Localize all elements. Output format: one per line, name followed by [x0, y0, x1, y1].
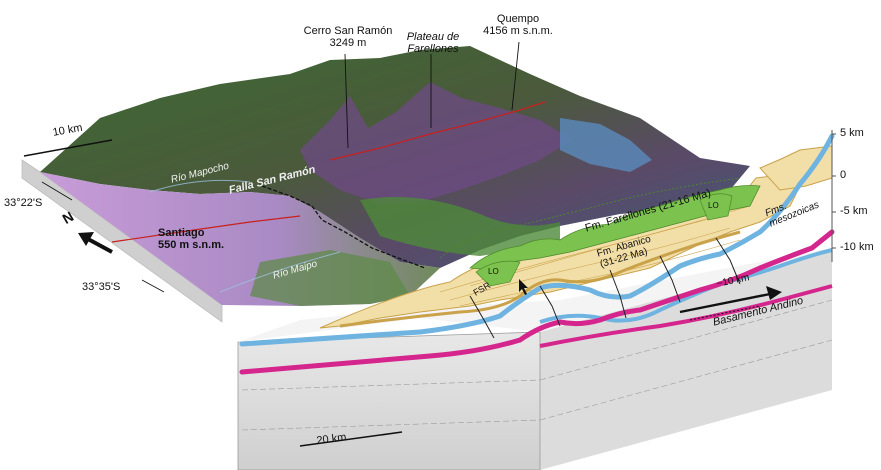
fms-mesozoicas-unit [759, 145, 833, 191]
high-peaks-blue [560, 118, 652, 172]
santiago-label: Santiago 550 m s.n.m. [158, 227, 225, 251]
valley [360, 197, 560, 256]
quempo-leader [511, 41, 520, 111]
blue-layer [239, 133, 835, 347]
quempo-label: Quempo 4156 m s.n.m. [474, 13, 562, 37]
section-top [238, 248, 832, 342]
scale-bar-10km [23, 139, 113, 157]
red-section-line [329, 101, 546, 161]
quempo-name: Quempo [496, 13, 540, 25]
farellones-lens-left [475, 260, 521, 287]
depth-tick-minus5km: -5 km [840, 205, 868, 217]
depth-tick-minus10km: -10 km [840, 241, 874, 253]
mouse-cursor-icon [519, 279, 528, 295]
cerro-leader [344, 53, 349, 149]
shortening-arrow [679, 292, 771, 314]
section-front-face [237, 331, 541, 470]
cerro-label: Cerro San Ramón 3249 m [296, 25, 400, 49]
blue-layer-lower [539, 248, 833, 324]
lat-south-leader [141, 279, 165, 293]
magenta-layer-lower [539, 284, 833, 348]
santiago-name: Santiago [158, 227, 205, 239]
falla-trace [261, 185, 426, 269]
depth-axis-ticks [832, 133, 836, 249]
plateau-line-2: Farellones [407, 42, 459, 55]
shortening-arrow-head [766, 286, 782, 300]
plateau-label: Plateau de Farellones [396, 31, 470, 55]
lo-label-right: LO [708, 201, 719, 210]
depth-tick-0: 0 [840, 169, 847, 181]
high-peaks [300, 82, 572, 204]
quempo-elevation: 4156 m s.n.m. [483, 24, 553, 37]
plain-south [250, 250, 410, 306]
depth-tick-5km: 5 km [840, 127, 864, 139]
rio-maipo-river [219, 251, 341, 293]
scale-bar-20km [299, 431, 403, 447]
eroded-outline [439, 177, 741, 259]
north-arrow-shaft [87, 237, 113, 254]
north-arrow-head [78, 232, 94, 246]
depth-gridlines [241, 299, 833, 431]
cerro-name: Cerro San Ramón [303, 25, 393, 37]
lat-north-label: 33°22'S [4, 197, 43, 209]
farellones-lens-right [699, 193, 733, 221]
santiago-elevation: 550 m s.n.m. [158, 238, 225, 251]
lat-north-leader [41, 181, 73, 201]
lo-label-left: LO [488, 267, 499, 276]
lat-south-label: 33°35'S [82, 281, 121, 293]
magenta-layer [239, 229, 835, 375]
red-boundary-line [111, 215, 301, 243]
fm-farellones-unit [469, 185, 761, 271]
ochre-layer [339, 230, 741, 328]
rio-mapocho-river [149, 179, 251, 193]
section-faults [469, 237, 741, 339]
plateau-line-1: Plateau de [406, 31, 460, 43]
cerro-elevation: 3249 m [329, 36, 367, 49]
